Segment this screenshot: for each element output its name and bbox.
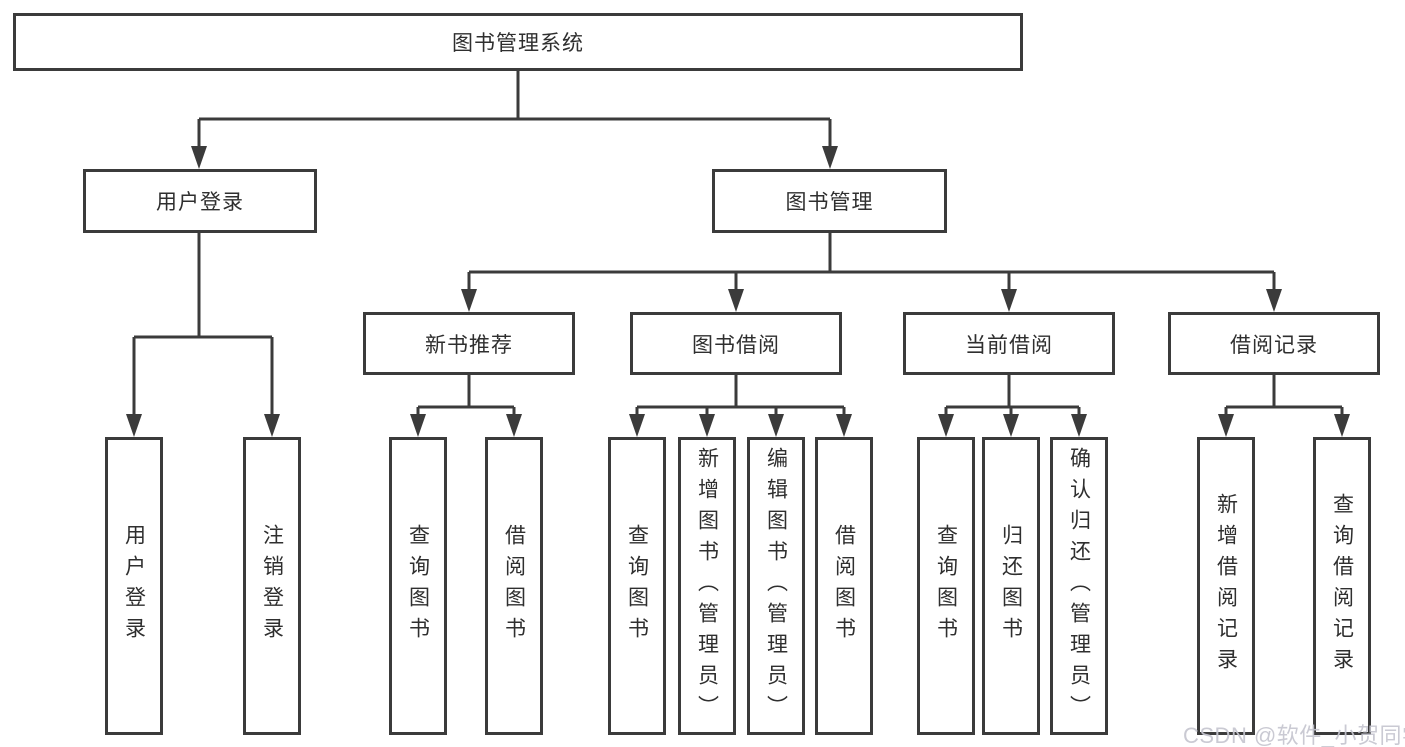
leaf-label: 确认归还（管理员）: [1067, 446, 1091, 726]
node-label: 借阅记录: [1230, 333, 1318, 357]
leaf-label: 查询图书: [625, 524, 649, 648]
leaf-label: 查询借阅记录: [1330, 493, 1354, 679]
leaf-confirm-return-admin: 确认归还（管理员）: [1050, 437, 1108, 735]
leaf-label: 编辑图书（管理员）: [764, 446, 788, 726]
leaf-label: 查询图书: [934, 524, 958, 648]
node-user-login: 用户登录: [83, 169, 317, 233]
leaf-borrow-books-recommend: 借阅图书: [485, 437, 543, 735]
leaf-logout: 注销登录: [243, 437, 301, 735]
node-label: 图书管理: [785, 191, 874, 214]
leaf-query-books-borrow: 查询图书: [608, 437, 666, 735]
leaf-return-books: 归还图书: [982, 437, 1040, 735]
node-book-management: 图书管理: [712, 169, 947, 233]
node-label: 当前借阅: [965, 333, 1053, 357]
node-borrow-record: 借阅记录: [1168, 312, 1380, 375]
leaf-label: 借阅图书: [502, 524, 526, 648]
node-label: 图书借阅: [692, 333, 780, 357]
leaf-add-books-admin: 新增图书（管理员）: [678, 437, 736, 735]
leaf-label: 归还图书: [999, 524, 1023, 648]
leaf-label: 查询图书: [406, 524, 430, 648]
leaf-borrow-books: 借阅图书: [815, 437, 873, 735]
leaf-edit-books-admin: 编辑图书（管理员）: [747, 437, 805, 735]
csdn-watermark: CSDN @软件_小贺同学: [1183, 723, 1405, 747]
node-label: 用户登录: [156, 191, 244, 214]
node-current-borrow: 当前借阅: [903, 312, 1115, 375]
node-book-borrow: 图书借阅: [630, 312, 842, 375]
leaf-query-borrow-record: 查询借阅记录: [1313, 437, 1371, 735]
leaf-label: 新增图书（管理员）: [695, 446, 719, 726]
node-label: 新书推荐: [425, 333, 513, 357]
node-new-book-recommend: 新书推荐: [363, 312, 575, 375]
leaf-label: 注销登录: [260, 524, 284, 648]
leaf-add-borrow-record: 新增借阅记录: [1197, 437, 1255, 735]
leaf-query-books-recommend: 查询图书: [389, 437, 447, 735]
leaf-label: 用户登录: [122, 524, 146, 648]
leaf-label: 借阅图书: [832, 524, 856, 648]
leaf-label: 新增借阅记录: [1214, 493, 1238, 679]
leaf-query-books-current: 查询图书: [917, 437, 975, 735]
leaf-user-login: 用户登录: [105, 437, 163, 735]
node-library-management-system: 图书管理系统: [13, 13, 1023, 71]
node-label: 图书管理系统: [452, 32, 584, 55]
